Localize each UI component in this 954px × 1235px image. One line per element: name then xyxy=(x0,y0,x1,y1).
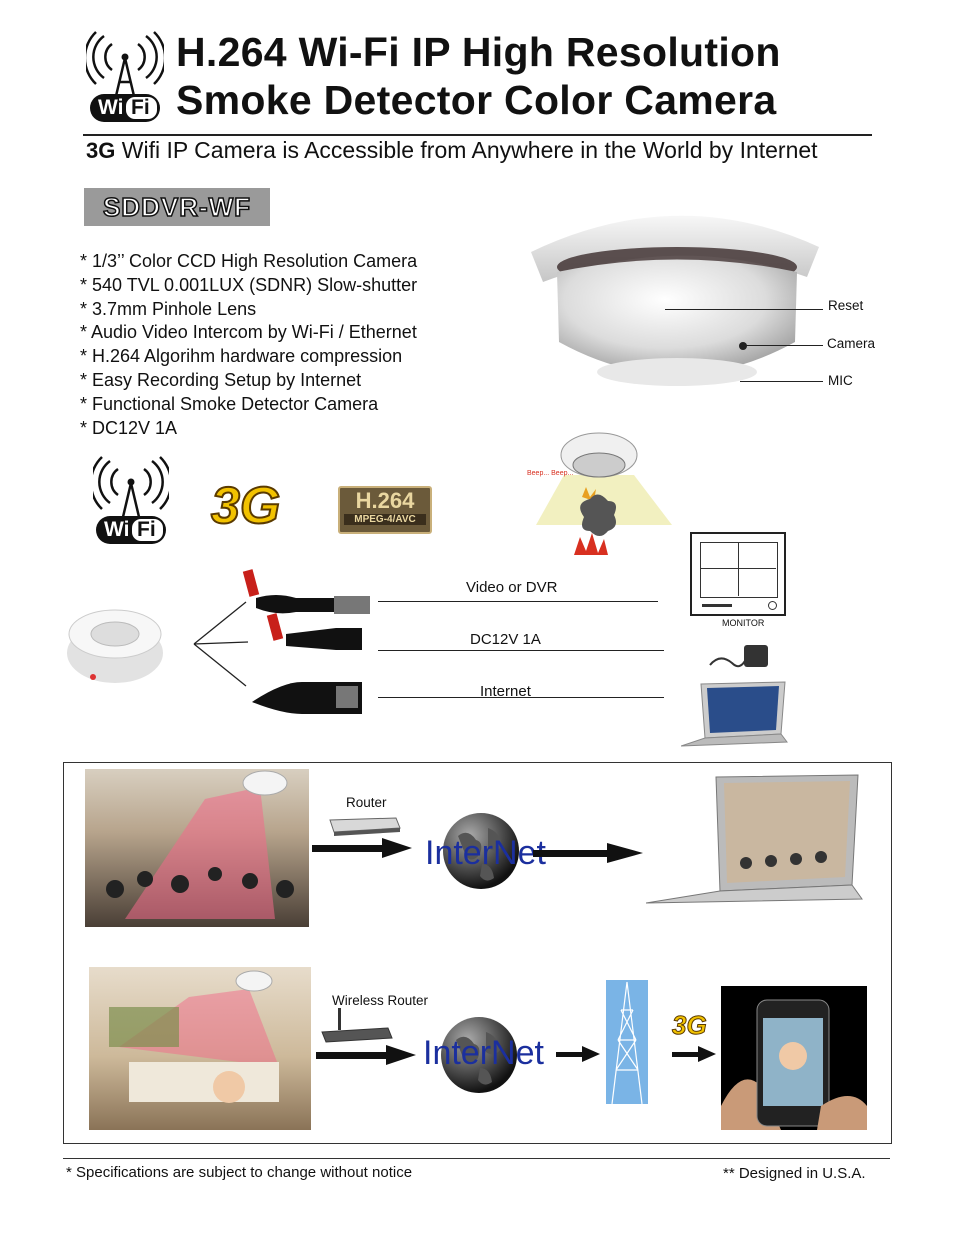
network-diagram xyxy=(63,762,892,1144)
router-icon xyxy=(326,814,402,836)
callout-camera: Camera xyxy=(827,336,876,351)
dc-power-connector xyxy=(262,612,366,660)
feature-item: * Audio Video Intercom by Wi-Fi / Ethern… xyxy=(80,322,417,343)
header-divider xyxy=(83,134,872,136)
camera-photo xyxy=(527,192,823,396)
alarm-beep-text: Beep... Beep... xyxy=(527,470,574,477)
power-adapter-icon xyxy=(708,637,772,675)
3g-logo: 3G xyxy=(210,476,281,536)
callout-mic: MIC xyxy=(828,373,853,388)
smoke-alarm-illustration: Beep... Beep... xyxy=(524,425,674,573)
3g-logo-small: 3G xyxy=(672,1010,708,1041)
rj45-connector xyxy=(250,672,366,724)
arrow-right-icon-4 xyxy=(556,1046,600,1064)
wifi-logo-text-fi: Fi xyxy=(131,96,150,119)
feature-item: * 3.7mm Pinhole Lens xyxy=(80,298,257,319)
bnc-video-connector xyxy=(238,568,374,618)
feature-list: * 1/3’’ Color CCD High Resolution Camera… xyxy=(80,250,417,440)
smartphone-photo xyxy=(721,986,867,1130)
dc-line xyxy=(378,650,664,651)
arrow-right-icon-3 xyxy=(316,1045,416,1067)
callout-line-mic xyxy=(740,381,823,382)
internet-line xyxy=(378,697,664,698)
h264-logo-text: H.264 xyxy=(355,488,415,513)
subtitle-3g: 3G xyxy=(86,138,116,163)
router-label: Router xyxy=(346,795,387,810)
subtitle: 3G Wifi IP Camera is Accessible from Any… xyxy=(86,137,818,164)
callout-line-camera xyxy=(745,345,823,346)
bedroom-photo xyxy=(89,967,311,1130)
wifi-logo-text-wi: Wi xyxy=(98,96,124,119)
h264-logo: H.264 MPEG-4/AVC xyxy=(338,486,432,534)
wireless-router-icon xyxy=(318,1008,394,1048)
feature-item: * DC12V 1A xyxy=(80,417,178,438)
feature-item: * 540 TVL 0.001LUX (SDNR) Slow-shutter xyxy=(80,274,418,295)
globe-icon-2 xyxy=(440,1012,518,1098)
monitor-illustration xyxy=(690,532,786,616)
wifi-logo-large-fi: Fi xyxy=(137,518,156,541)
internet-label: Internet xyxy=(480,683,531,700)
footer-divider xyxy=(63,1158,890,1159)
arrow-right-icon-2 xyxy=(533,843,643,865)
wifi-logo-large: Wi Fi xyxy=(89,455,173,547)
wifi-logo: Wi Fi xyxy=(83,30,167,126)
feature-item: * 1/3’’ Color CCD High Resolution Camera xyxy=(80,251,418,271)
arrow-right-icon xyxy=(312,838,412,860)
model-badge: SDDVR-WF xyxy=(84,188,270,226)
title-line-2: Smoke Detector Color Camera xyxy=(176,77,777,123)
conference-room-photo xyxy=(85,769,309,927)
subtitle-text: Wifi IP Camera is Accessible from Anywhe… xyxy=(115,137,818,163)
callout-line-reset xyxy=(665,309,823,310)
footer-disclaimer: * Specifications are subject to change w… xyxy=(66,1164,413,1181)
cell-tower-icon xyxy=(606,980,648,1105)
internet-text-2: InterNet xyxy=(423,1034,544,1072)
smoke-detector-device xyxy=(60,598,170,696)
monitor-label: MONITOR xyxy=(722,618,765,628)
globe-icon xyxy=(442,808,520,894)
page-title: H.264 Wi-Fi IP High Resolution Smoke Det… xyxy=(176,28,781,124)
laptop-photo xyxy=(645,773,864,925)
title-line-1: H.264 Wi-Fi IP High Resolution xyxy=(176,29,781,75)
callout-reset: Reset xyxy=(828,298,864,313)
video-line xyxy=(378,601,658,602)
feature-item: * H.264 Algorihm hardware compression xyxy=(80,346,403,367)
dc-label: DC12V 1A xyxy=(470,631,541,648)
arrow-right-icon-5 xyxy=(672,1046,716,1064)
feature-item: * Functional Smoke Detector Camera xyxy=(80,393,379,414)
feature-item: * Easy Recording Setup by Internet xyxy=(80,369,362,390)
laptop-illustration xyxy=(680,680,789,760)
footer-designed: ** Designed in U.S.A. xyxy=(723,1165,866,1182)
wireless-router-label: Wireless Router xyxy=(332,993,429,1008)
wifi-logo-large-wi: Wi xyxy=(104,518,130,541)
internet-text-1: InterNet xyxy=(425,834,546,872)
video-label: Video or DVR xyxy=(466,579,558,596)
mpeg-logo-text: MPEG-4/AVC xyxy=(344,514,426,525)
cable-fan-lines xyxy=(190,598,270,690)
